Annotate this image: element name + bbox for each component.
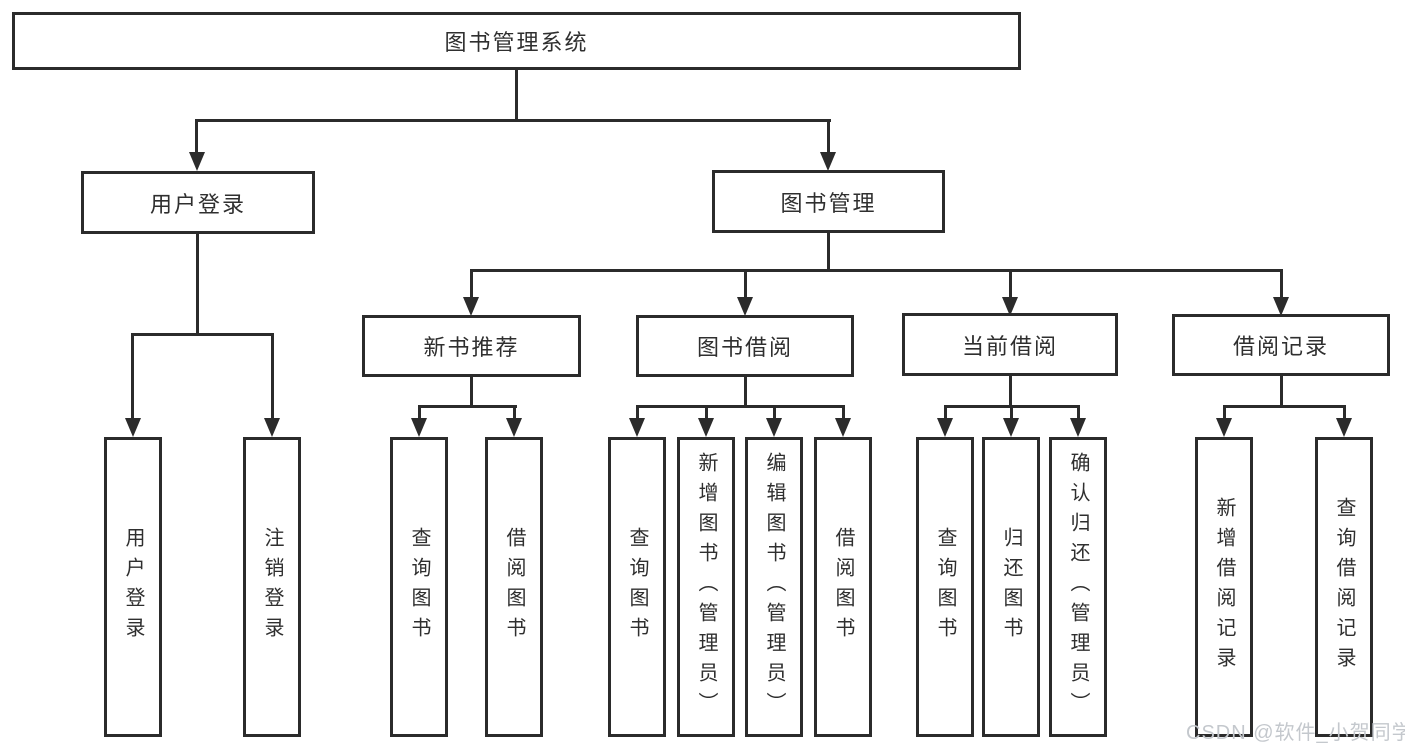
connector-drop — [773, 405, 776, 420]
arrowhead — [1336, 418, 1352, 437]
node-root: 图书管理系统 — [12, 12, 1021, 70]
node-current-borrow: 当前借阅 — [902, 313, 1118, 376]
arrowhead — [506, 418, 522, 437]
connector-book-borrow-rail — [636, 405, 845, 408]
arrowhead — [1070, 418, 1086, 437]
node-leaf-query-book-b: 查询图书 — [608, 437, 666, 737]
connector-drop-leaf-user-login — [131, 333, 134, 420]
node-current-borrow-label: 当前借阅 — [961, 333, 1058, 359]
connector-drop-leaf-logout — [271, 333, 274, 420]
node-leaf-borrow-book-a: 借阅图书 — [485, 437, 543, 737]
node-leaf-query-book-b-label: 查询图书 — [626, 527, 648, 647]
node-leaf-user-login: 用户登录 — [104, 437, 162, 737]
connector-book-borrow-stem — [744, 375, 747, 407]
node-new-book-rec: 新书推荐 — [362, 315, 581, 377]
connector-drop-current-borrow — [1009, 269, 1012, 299]
node-leaf-add-book-label: 新增图书（管理员） — [695, 452, 717, 722]
node-leaf-query-book-c: 查询图书 — [916, 437, 974, 737]
connector-root-rail — [195, 119, 831, 122]
arrowhead — [1003, 418, 1019, 437]
connector-drop — [705, 405, 708, 420]
connector-drop — [418, 405, 421, 420]
arrowhead — [629, 418, 645, 437]
node-leaf-edit-book-label: 编辑图书（管理员） — [763, 452, 785, 722]
connector-book-mgmt-rail — [470, 269, 1283, 272]
connector-new-book-rec-stem — [470, 375, 473, 407]
node-book-borrow-label: 图书借阅 — [696, 335, 793, 360]
arrowhead — [189, 152, 205, 171]
connector-drop — [944, 405, 947, 420]
node-leaf-query-book-a: 查询图书 — [390, 437, 448, 737]
connector-drop-user-login — [195, 119, 198, 154]
arrowhead — [1273, 297, 1289, 316]
node-leaf-user-login-label: 用户登录 — [122, 527, 144, 647]
connector-drop — [636, 405, 639, 420]
connector-drop — [842, 405, 845, 420]
csdn-watermark: CSDN @软件_小贺同学 — [1186, 722, 1405, 744]
connector-drop — [513, 405, 516, 420]
node-borrow-record-label: 借阅记录 — [1232, 334, 1329, 359]
node-book-mgmt-label: 图书管理 — [780, 190, 877, 216]
arrowhead — [937, 418, 953, 437]
node-leaf-query-borrow-record-label: 查询借阅记录 — [1333, 497, 1355, 677]
connector-root-stem — [515, 68, 518, 121]
connector-drop-new-book-rec — [470, 269, 473, 299]
arrowhead — [264, 418, 280, 437]
arrowhead — [125, 418, 141, 437]
node-leaf-confirm-return-label: 确认归还（管理员） — [1067, 452, 1089, 722]
arrowhead — [1002, 297, 1018, 316]
arrowhead — [835, 418, 851, 437]
node-leaf-edit-book: 编辑图书（管理员） — [745, 437, 803, 737]
arrowhead — [698, 418, 714, 437]
connector-drop — [1077, 405, 1080, 420]
arrowhead — [820, 152, 836, 171]
node-leaf-return-book-label: 归还图书 — [1000, 527, 1022, 647]
node-book-borrow: 图书借阅 — [636, 315, 854, 377]
node-root-label: 图书管理系统 — [444, 30, 589, 55]
node-leaf-add-borrow-record-label: 新增借阅记录 — [1213, 497, 1235, 677]
node-leaf-add-book: 新增图书（管理员） — [677, 437, 735, 737]
connector-new-book-rec-rail — [418, 405, 517, 408]
node-leaf-query-book-c-label: 查询图书 — [934, 527, 956, 647]
node-leaf-logout: 注销登录 — [243, 437, 301, 737]
node-leaf-borrow-book-b-label: 借阅图书 — [832, 527, 854, 647]
connector-drop-book-mgmt — [827, 119, 830, 154]
connector-user-login-rail — [131, 333, 274, 336]
node-user-login-label: 用户登录 — [149, 191, 246, 217]
node-leaf-confirm-return: 确认归还（管理员） — [1049, 437, 1107, 737]
node-user-login: 用户登录 — [81, 171, 315, 234]
arrowhead — [1216, 418, 1232, 437]
connector-borrow-record-rail — [1223, 405, 1346, 408]
connector-borrow-record-stem — [1280, 374, 1283, 407]
node-leaf-add-borrow-record: 新增借阅记录 — [1195, 437, 1253, 737]
arrowhead — [463, 297, 479, 316]
node-leaf-borrow-book-a-label: 借阅图书 — [503, 527, 525, 647]
arrowhead — [737, 297, 753, 316]
node-leaf-borrow-book-b: 借阅图书 — [814, 437, 872, 737]
node-leaf-return-book: 归还图书 — [982, 437, 1040, 737]
node-leaf-query-borrow-record: 查询借阅记录 — [1315, 437, 1373, 737]
connector-book-mgmt-stem — [827, 231, 830, 271]
node-borrow-record: 借阅记录 — [1172, 314, 1390, 376]
connector-drop — [1343, 405, 1346, 420]
node-leaf-logout-label: 注销登录 — [261, 527, 283, 647]
arrowhead — [766, 418, 782, 437]
arrowhead — [411, 418, 427, 437]
connector-drop-borrow-record — [1280, 269, 1283, 299]
connector-drop — [1010, 405, 1013, 420]
node-book-mgmt: 图书管理 — [712, 170, 945, 233]
node-new-book-rec-label: 新书推荐 — [423, 335, 520, 360]
connector-user-login-stem — [196, 232, 199, 335]
connector-current-borrow-stem — [1009, 374, 1012, 407]
connector-drop-book-borrow — [744, 269, 747, 299]
node-leaf-query-book-a-label: 查询图书 — [408, 527, 430, 647]
connector-drop — [1223, 405, 1226, 420]
